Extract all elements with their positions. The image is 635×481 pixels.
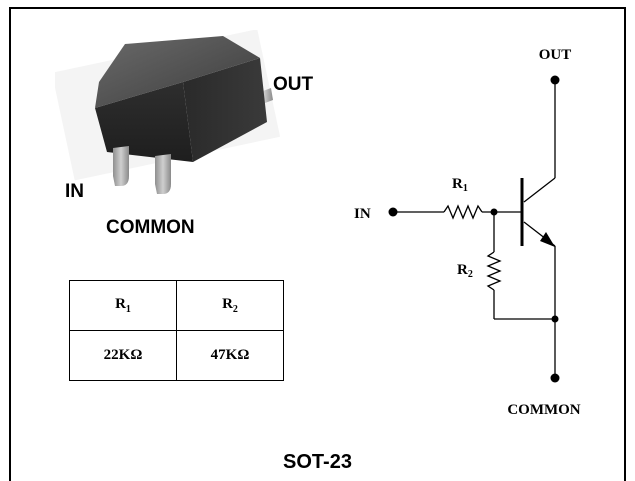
table-value-r2: 47KΩ [176,330,284,381]
schematic-r2-label: R2 [457,262,473,280]
resistor-values-table: R1 R2 22KΩ 47KΩ [69,280,284,381]
in-terminal-dot [388,207,398,217]
package-name-title: SOT-23 [283,451,352,473]
table-value-r1: 22KΩ [69,330,177,381]
package-side-face [183,58,267,162]
package-front-face [95,82,193,162]
out-terminal-dot [550,75,560,85]
sot23-package-illustration [55,30,281,194]
table-value-row: 22KΩ 47KΩ [69,330,284,381]
schematic-out-label: OUT [539,47,572,63]
frame-border-right [624,7,626,481]
in-pin [113,146,129,186]
schematic-common-label: COMMON [507,402,580,418]
r1-resistor [443,204,483,220]
base-junction-dot [490,208,498,216]
emitter-arrow [540,232,555,247]
package-out-label: OUT [273,74,314,95]
collector-leg [523,177,556,203]
frame-border-left [9,7,11,481]
frame-border-top [9,7,626,9]
package-top-face [95,36,260,108]
emitter-junction-dot [551,315,559,323]
package-in-label: IN [65,181,84,202]
common-pin [155,154,171,194]
schematic-r1-label: R1 [452,176,468,194]
r2-resistor [486,251,502,291]
common-terminal-dot [550,373,560,383]
schematic-in-label: IN [354,206,371,222]
package-common-label: COMMON [106,217,195,238]
